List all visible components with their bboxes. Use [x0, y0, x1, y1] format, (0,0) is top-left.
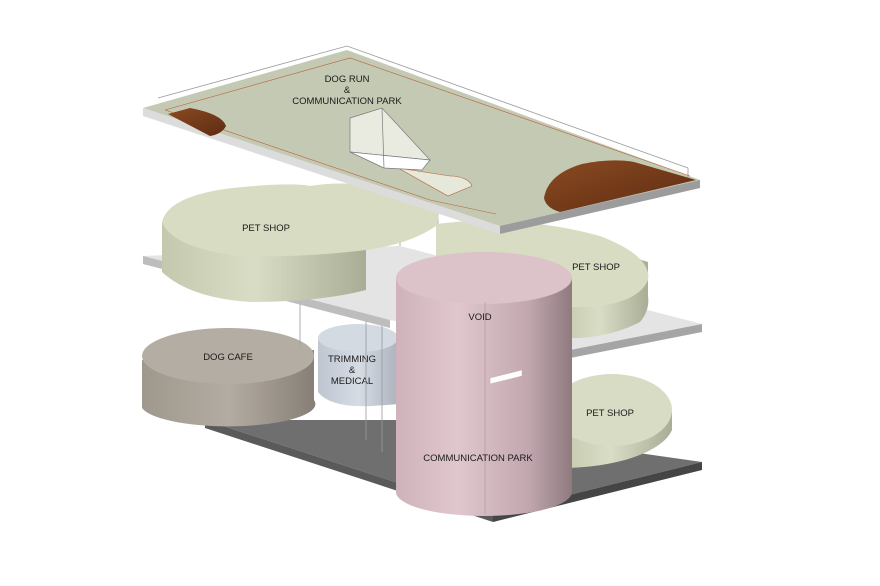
roof-semicircle-cutout	[397, 167, 473, 197]
pet-shop-upper-left-label: PET SHOP	[242, 223, 290, 234]
pet-shop-lower-label: PET SHOP	[586, 408, 634, 419]
trimming-medical-label-2: &	[349, 365, 356, 376]
trimming-medical-volume	[318, 324, 400, 407]
pet-shop-upper-left-volume	[162, 183, 439, 302]
roof-label-2: &	[344, 85, 351, 96]
roof-skylight	[349, 107, 431, 171]
trimming-medical-label-1: TRIMMING	[328, 354, 376, 365]
dog-cafe-volume	[142, 328, 316, 427]
roof-label-1: DOG RUN	[325, 74, 370, 85]
trimming-medical-label-3: MEDICAL	[331, 376, 373, 387]
pet-shop-lower-volume	[552, 374, 672, 469]
dog-cafe-label: DOG CAFE	[203, 352, 253, 363]
roof-wood-deck-left	[168, 108, 226, 136]
pet-shop-upper-right-label: PET SHOP	[572, 262, 620, 273]
void-cylinder	[396, 252, 572, 516]
void-label: VOID	[468, 312, 491, 323]
communication-park-label: COMMUNICATION PARK	[423, 453, 533, 464]
roof-wood-deck-right	[544, 160, 696, 212]
roof-label-3: COMMUNICATION PARK	[292, 96, 402, 107]
